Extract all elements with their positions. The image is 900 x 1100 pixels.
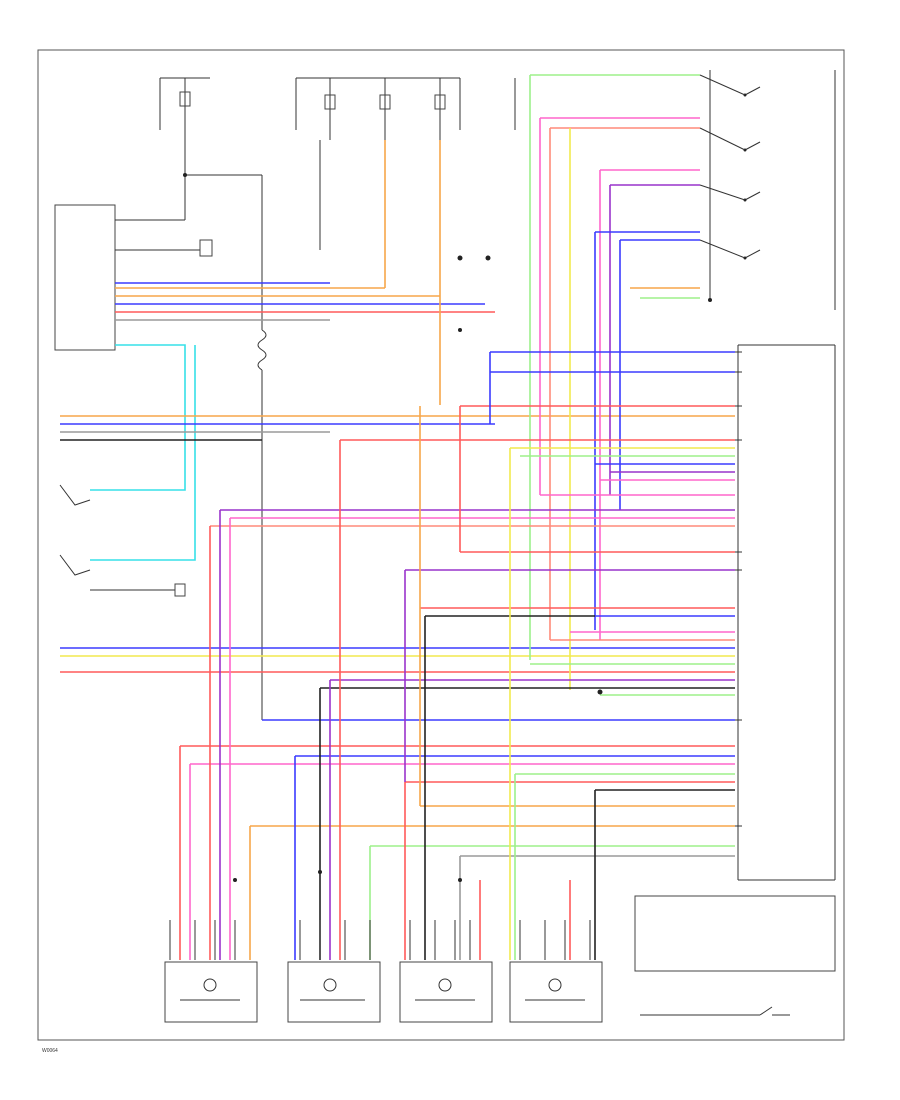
motor-assembly-2: [287, 961, 381, 1023]
wire-cyan-1: [90, 344, 186, 491]
motor-assembly-1: [164, 961, 258, 1023]
left-seat-position-sensor: [59, 484, 186, 597]
diagram-frame: [37, 49, 845, 1041]
main-control-unit-connector: [737, 344, 836, 881]
seat-switch-contacts: [699, 70, 836, 310]
power-seat-control-unit-left: [54, 175, 213, 351]
circuit-breaker: [257, 329, 267, 720]
junction-dots: [183, 173, 712, 882]
motor-assembly-3: [399, 961, 493, 1023]
top-fuse-block: [159, 77, 516, 330]
wire-cyan-2: [90, 345, 196, 561]
connector-pin-markers: [735, 351, 742, 827]
diagram-code: W0064: [42, 1048, 58, 1054]
lumbar-switch-box: [634, 895, 836, 1016]
motor-connector-pins: [169, 920, 591, 960]
motor-assembly-4: [509, 961, 603, 1023]
